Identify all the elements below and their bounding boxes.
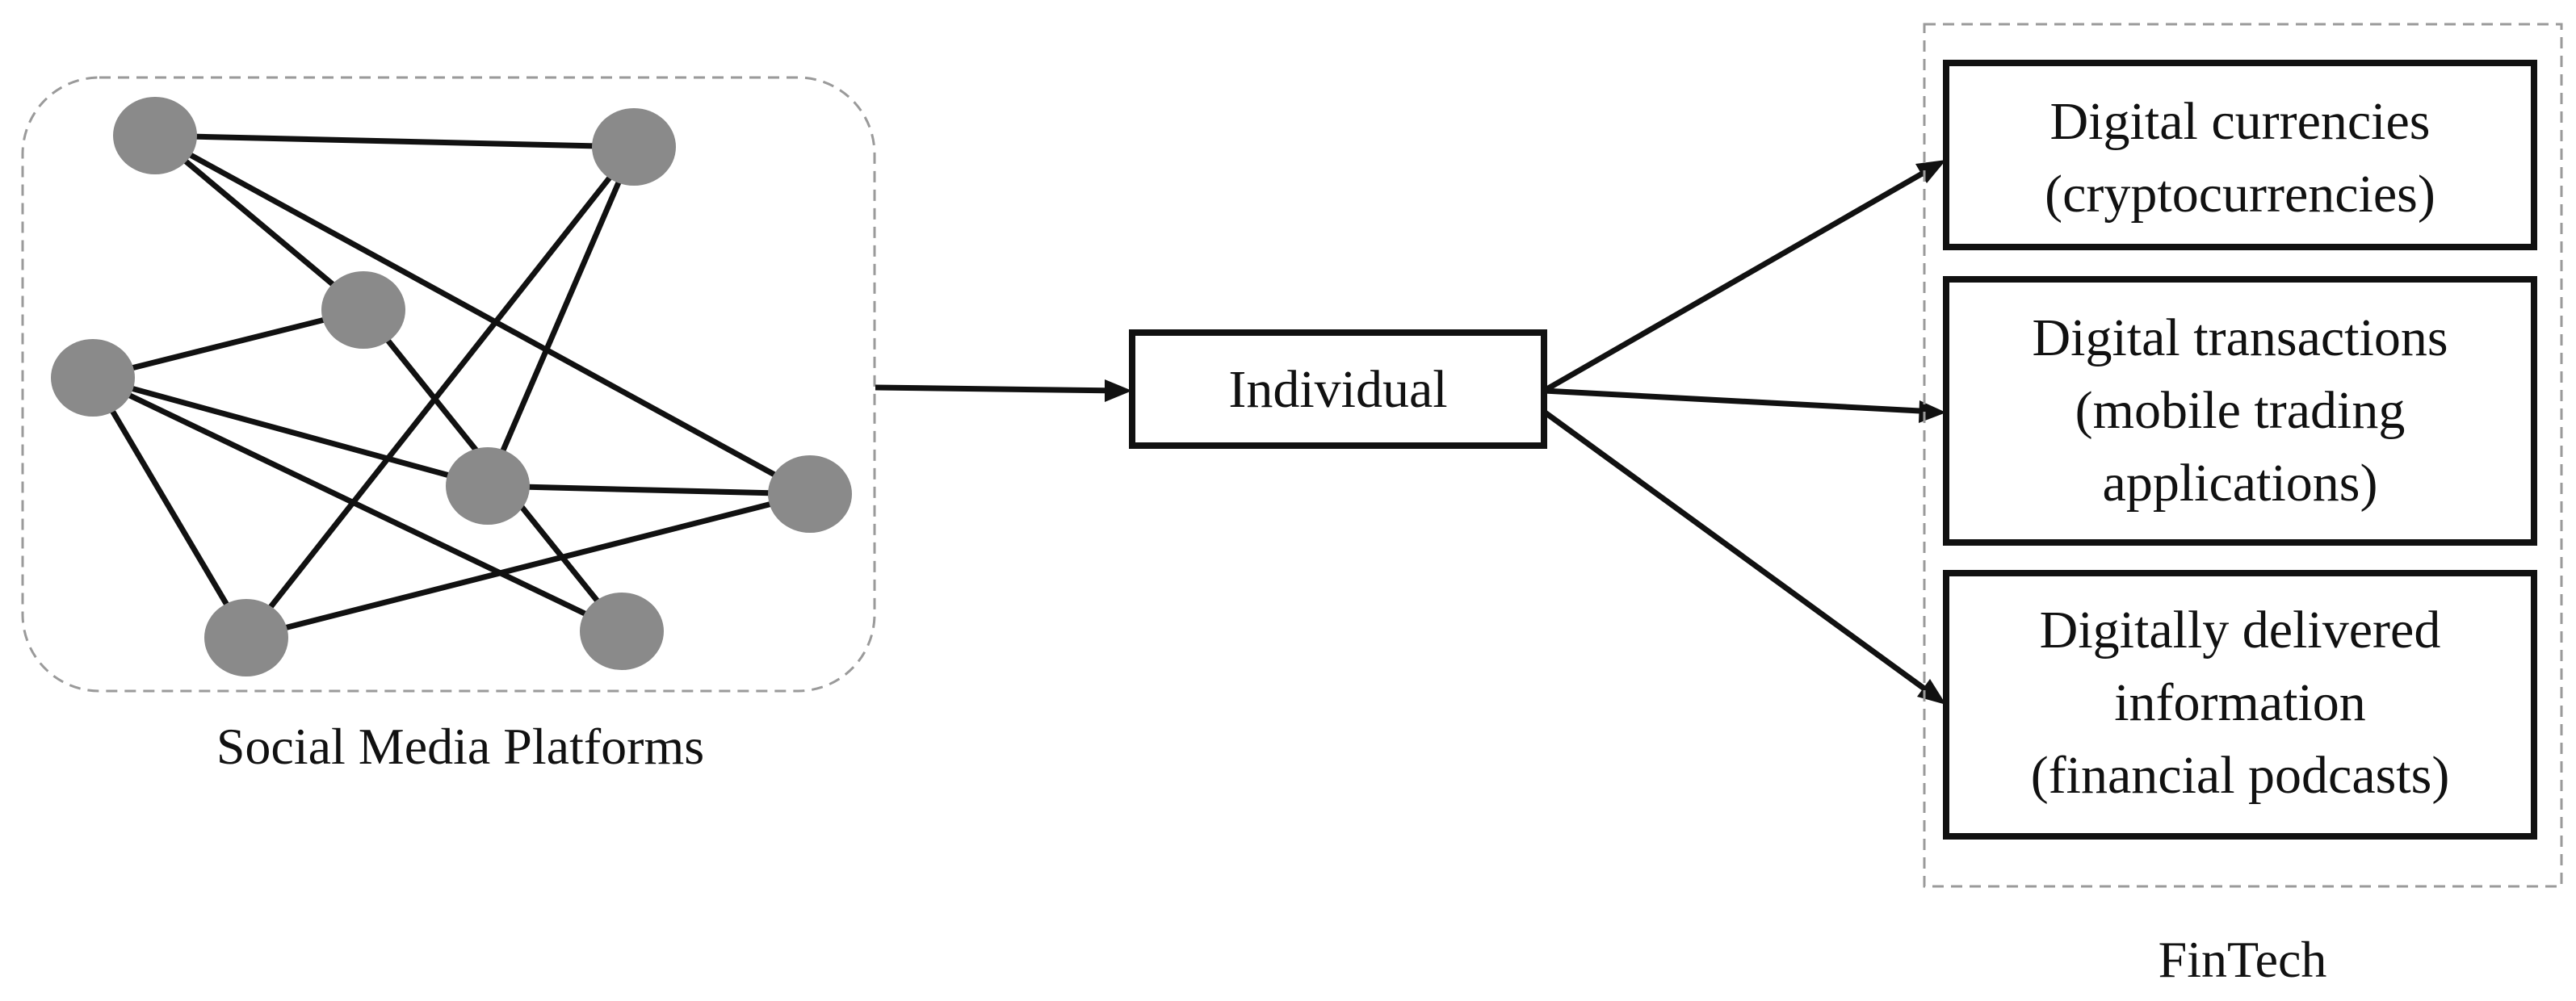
- network-node-4: [51, 339, 135, 417]
- network-node-3: [321, 271, 405, 349]
- arrow-to-digital-transactions: [1543, 387, 1936, 415]
- network-node-1: [113, 97, 197, 174]
- network-edge-1: [152, 132, 637, 150]
- network-edge-11: [485, 483, 813, 497]
- fintech-item-2-line-2: (mobile trading: [2075, 381, 2406, 440]
- fintech-item-3-line-1: Digitally delivered: [2040, 601, 2441, 660]
- arrowhead-to-digital-transactions: [1919, 400, 1946, 423]
- arrow-to-digital-currencies: [1542, 163, 1936, 394]
- fintech-box-digital-information: [1943, 570, 2537, 840]
- network-node-7: [204, 599, 288, 676]
- network-edge-6: [90, 375, 250, 641]
- individual-label: Individual: [1228, 360, 1447, 419]
- network-edge-9: [243, 144, 637, 641]
- network-edge-4: [90, 307, 367, 381]
- network-edge-7: [90, 375, 625, 635]
- fintech-item-3-line-2: information: [2114, 673, 2366, 732]
- arrowhead-to-digital-information: [1917, 679, 1946, 705]
- fintech-item-1-line-2: (cryptocurrencies): [2045, 165, 2435, 224]
- network-node-2: [592, 108, 676, 186]
- network-nodes: [51, 97, 852, 676]
- individual-box: [1129, 329, 1547, 449]
- network-edge-3: [152, 132, 813, 497]
- network-edge-2: [152, 132, 367, 313]
- network-node-8: [580, 593, 664, 670]
- fintech-item-2-line-1: Digital transactions: [2032, 308, 2448, 367]
- fintech-group-border: [1923, 23, 2563, 888]
- fintech-item-1-line-1: Digital currencies: [2050, 92, 2431, 151]
- fintech-box-digital-currencies: [1943, 60, 2537, 250]
- network-node-6: [768, 455, 852, 533]
- fintech-item-3-line-3: (financial podcasts): [2031, 746, 2450, 805]
- fintech-label: FinTech: [2159, 931, 2327, 988]
- network-edges: [90, 132, 813, 641]
- arrowhead-social-to-individual: [1105, 379, 1132, 402]
- fintech-box-digital-transactions: [1943, 276, 2537, 546]
- social-media-group-border: [21, 76, 876, 693]
- arrowhead-to-digital-currencies: [1915, 160, 1946, 183]
- network-edge-10: [485, 144, 637, 489]
- arrow-social-to-individual: [875, 384, 1122, 394]
- arrow-to-digital-information: [1542, 409, 1939, 700]
- network-edge-5: [90, 375, 491, 489]
- network-node-5: [446, 447, 530, 525]
- social-media-label: Social Media Platforms: [216, 718, 704, 775]
- fintech-item-2-line-3: applications): [2103, 454, 2378, 513]
- network-edge-12: [243, 491, 813, 641]
